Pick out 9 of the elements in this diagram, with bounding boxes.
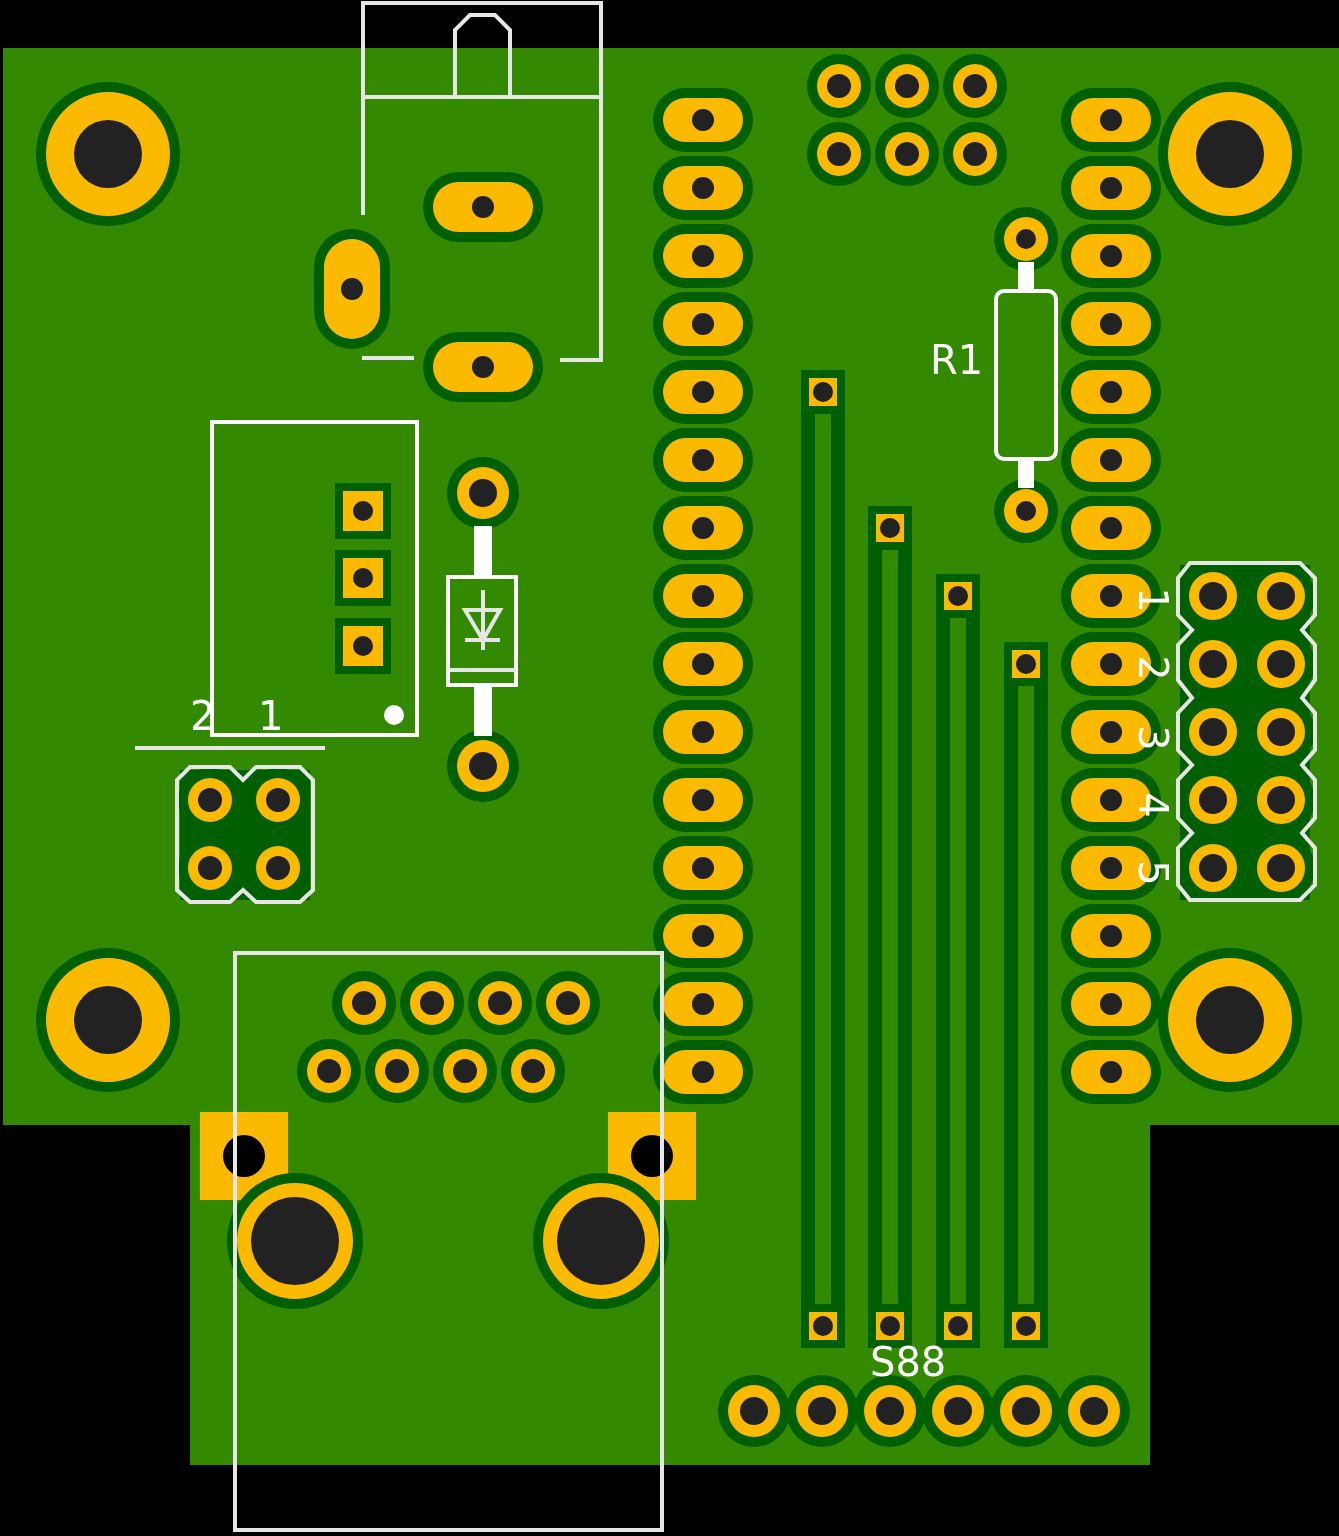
- pin-number: 4: [1132, 792, 1173, 818]
- pin-number: 2: [1132, 655, 1173, 681]
- pin-number: 3: [1132, 725, 1173, 751]
- pin-number: 5: [1132, 860, 1173, 886]
- pin-number: 1: [258, 696, 284, 736]
- pin-number: 2: [190, 696, 216, 736]
- reference-label: R1: [930, 340, 984, 380]
- pin-number: 1: [1132, 587, 1173, 613]
- connector-label: S88: [870, 1342, 947, 1382]
